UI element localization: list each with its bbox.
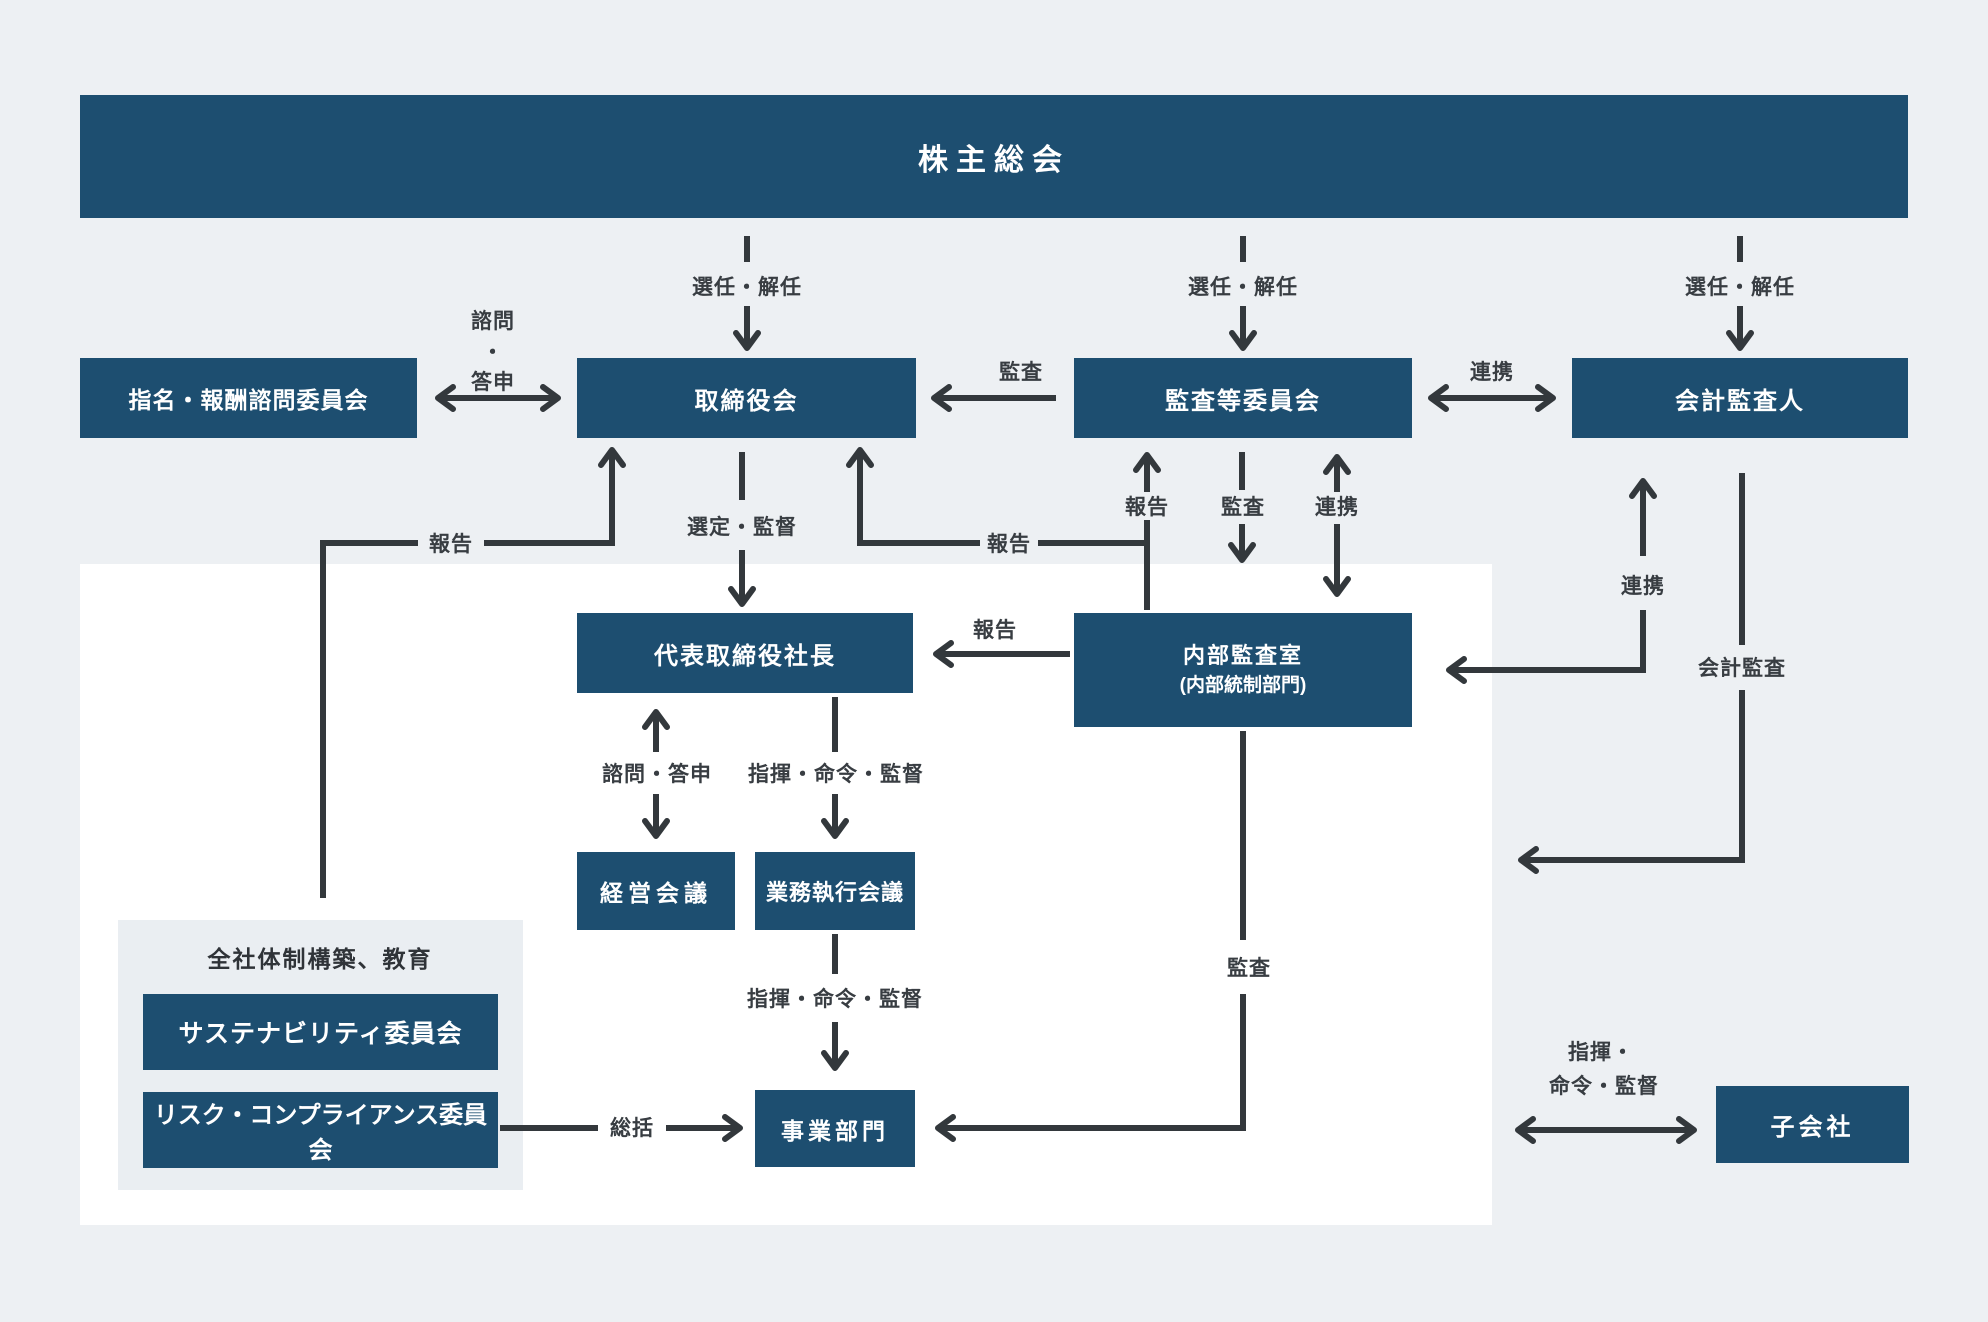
label-cooperation-vertical: 連携	[1315, 496, 1359, 519]
node-management-council: 経営会議	[577, 852, 735, 930]
label-toshin: 答申	[471, 371, 515, 394]
internal-audit-title: 内部監査室	[1182, 643, 1303, 669]
internal-audit-subtitle: (内部統制部門)	[1179, 675, 1307, 697]
label-subsidiary-command-2: 命令・監督	[1549, 1075, 1659, 1098]
node-risk-compliance-committee: リスク・コンプライアンス委員会	[143, 1092, 498, 1168]
label-cooperation-top: 連携	[1470, 361, 1514, 384]
label-appoint-board: 選任・解任	[692, 276, 802, 299]
node-sustainability-committee: サステナビリティ委員会	[143, 994, 498, 1070]
label-report-left: 報告	[429, 533, 473, 556]
node-audit-committee: 監査等委員会	[1074, 358, 1412, 438]
node-execution-council: 業務執行会議	[755, 852, 915, 930]
label-select-supervise: 選定・監督	[687, 516, 797, 539]
label-shimon-dot: ・	[482, 341, 504, 364]
label-shimon: 諮問	[471, 310, 515, 333]
node-board-of-directors: 取締役会	[577, 358, 916, 438]
label-command-upper: 指揮・命令・監督	[748, 763, 924, 786]
label-command-lower: 指揮・命令・監督	[747, 988, 923, 1011]
label-report-vertical: 報告	[1125, 496, 1169, 519]
label-advisory-council: 諮問・答申	[602, 763, 712, 786]
label-audit-of-board: 監査	[999, 361, 1043, 384]
node-president: 代表取締役社長	[577, 613, 913, 693]
node-nomination-committee: 指名・報酬諮問委員会	[80, 358, 417, 438]
label-sokatsu: 総括	[610, 1117, 654, 1140]
label-cooperation-right: 連携	[1621, 575, 1665, 598]
label-appoint-audit: 選任・解任	[1188, 276, 1298, 299]
label-audit-business: 監査	[1227, 957, 1271, 980]
label-audit-vertical: 監査	[1221, 496, 1265, 519]
label-report-to-president: 報告	[973, 619, 1017, 642]
node-shareholders-meeting: 株主総会	[80, 95, 1908, 218]
label-appoint-auditor: 選任・解任	[1685, 276, 1795, 299]
label-subsidiary-command-1: 指揮・	[1568, 1041, 1634, 1064]
label-report-mid: 報告	[987, 533, 1031, 556]
node-internal-audit-office: 内部監査室 (内部統制部門)	[1074, 613, 1412, 727]
label-group-title: 全社体制構築、教育	[207, 946, 433, 972]
node-subsidiaries: 子会社	[1716, 1086, 1909, 1163]
node-accounting-auditor: 会計監査人	[1572, 358, 1908, 438]
label-accounting-audit: 会計監査	[1698, 657, 1786, 680]
node-business-divisions: 事業部門	[755, 1090, 915, 1167]
